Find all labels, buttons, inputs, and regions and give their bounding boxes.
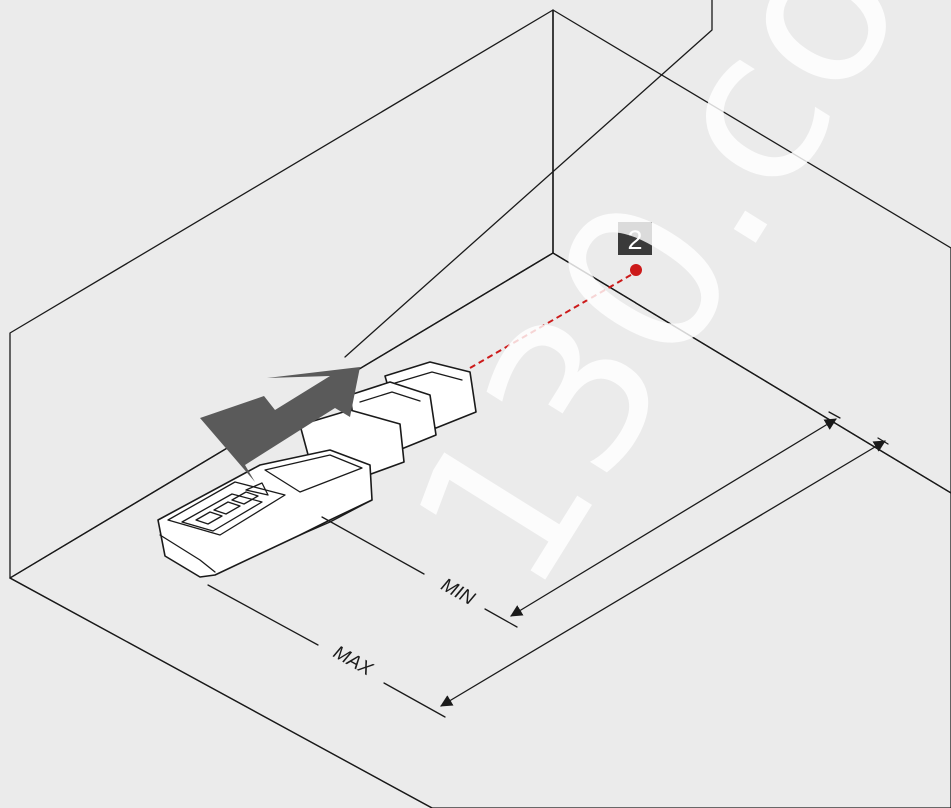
front-floor-edge	[9, 577, 433, 808]
step-marker-label: 2	[627, 225, 642, 255]
device-keypad-outline	[167, 481, 286, 536]
min-label: MIN	[437, 575, 478, 610]
step-marker-box	[618, 222, 652, 255]
max-dimension-arrow	[440, 440, 886, 707]
max-label: MAX	[330, 642, 377, 681]
device-display	[264, 454, 363, 493]
device-front-top	[394, 371, 463, 384]
callout-leader-line	[344, 0, 713, 358]
step-marker: 2	[618, 222, 652, 255]
watermark: 130.co	[366, 0, 951, 628]
min-tick	[828, 411, 841, 419]
min-extension-line-2	[484, 608, 518, 628]
device-button-a	[195, 511, 223, 525]
device-bottom-edge	[159, 534, 216, 573]
device-body	[157, 449, 373, 578]
device-mid-top	[359, 391, 421, 403]
device-triangle-button	[245, 482, 269, 496]
device-button-b	[213, 501, 241, 515]
min-extension-line	[321, 516, 425, 575]
laser-distance-meter-icon	[157, 361, 477, 578]
max-extension-line	[207, 584, 319, 646]
laser-beam	[469, 271, 637, 369]
max-tick	[877, 437, 889, 445]
max-extension-line-2	[383, 682, 446, 718]
double-arrow-icon	[200, 367, 360, 482]
laser-dot-icon	[630, 264, 642, 276]
device-keypad-inner	[181, 493, 263, 532]
device-button-c	[231, 491, 259, 505]
